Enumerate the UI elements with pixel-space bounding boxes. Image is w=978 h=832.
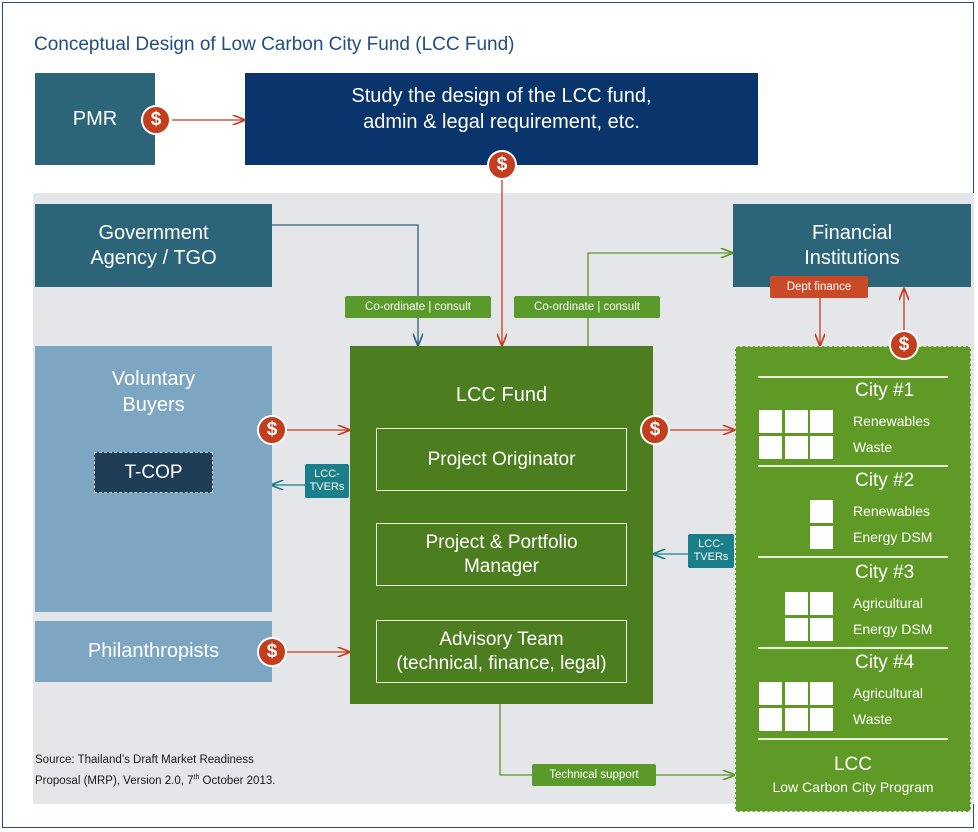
lcc-title: LCC (833, 754, 872, 775)
city-3-block (810, 592, 833, 615)
city-4-block (785, 708, 808, 731)
source-line-2b: October 2013. (199, 774, 276, 787)
financial-box: Financial Institutions (733, 204, 971, 287)
lcc-tvers-tag-right: LCC- TVERs (688, 534, 734, 568)
source-line-2: Proposal (MRP), Version 2.0, 7th October… (35, 769, 275, 790)
cities-divider (758, 738, 948, 740)
pmr-box: PMR (35, 73, 155, 165)
originator-label: Project Originator (427, 448, 576, 470)
source-note: Source: Thailand’s Draft Market Readines… (35, 752, 275, 790)
city-1-name: City #1 (855, 380, 915, 401)
advisory-box: Advisory Team (technical, finance, legal… (376, 620, 627, 683)
study-box: Study the design of the LCC fund, admin … (245, 73, 758, 165)
city-3-item-1: Agricultural (853, 595, 924, 611)
lcc-tvers-line: TVERs (309, 481, 345, 493)
diagram-title: Conceptual Design of Low Carbon City Fun… (34, 34, 515, 55)
tcop-box: T-COP (94, 452, 213, 493)
lcc-fund-title: LCC Fund (455, 384, 548, 406)
technical-support-arrow (499, 678, 734, 775)
cities-divider (758, 465, 948, 467)
lcc-tvers-tag-left: LCC- TVERs (305, 464, 349, 498)
city-4-block (810, 708, 833, 731)
voluntary-label: Voluntary Buyers (111, 368, 196, 416)
city-1-block (759, 436, 782, 459)
city-1-block (810, 436, 833, 459)
city-4-block (759, 708, 782, 731)
source-line-1: Source: Thailand’s Draft Market Readines… (35, 754, 254, 766)
philanthropists-label: Philanthropists (87, 640, 220, 662)
advisory-label: Advisory Team (technical, finance, legal… (396, 628, 607, 674)
dollar-icon: $ (141, 105, 171, 135)
city-3-block (785, 618, 808, 641)
coordinate-consult-tag-right: Co-ordinate | consult (514, 296, 660, 318)
city-3-block (810, 618, 833, 641)
government-box: Government Agency / TGO (35, 204, 272, 287)
dollar-icon: $ (640, 415, 670, 445)
dept-finance-tag: Dept finance (770, 276, 868, 298)
city-1-block (810, 410, 833, 433)
city-4-item-1: Agricultural (853, 685, 924, 701)
city-3-block (785, 592, 808, 615)
city-3-name: City #3 (855, 562, 915, 583)
philanthropists-box: Philanthropists (35, 621, 272, 682)
city-2-name: City #2 (855, 470, 915, 491)
city-4-block (810, 682, 833, 705)
technical-support-tag: Technical support (532, 764, 656, 786)
city-1-item-1: Renewables (853, 413, 931, 429)
city-2-item-1: Renewables (853, 503, 931, 519)
city-1-block (785, 436, 808, 459)
portfolio-box: Project & Portfolio Manager (376, 523, 627, 586)
tcop-label: T-COP (124, 461, 183, 483)
city-4-block (759, 682, 782, 705)
cities-divider (758, 376, 948, 378)
city-1-item-2: Waste (853, 439, 893, 455)
city-2-item-2: Energy DSM (853, 529, 933, 545)
city-2-block (810, 500, 833, 523)
financial-label: Financial Institutions (804, 221, 900, 269)
cities-divider (758, 556, 948, 558)
coordinate-consult-tag-left: Co-ordinate | consult (345, 296, 491, 318)
portfolio-label: Project & Portfolio Manager (425, 531, 578, 577)
city-4-name: City #4 (855, 652, 915, 673)
originator-box: Project Originator (376, 428, 627, 491)
lcc-tvers-line: LCC- (698, 538, 724, 550)
lcc-tvers-line: TVERs (693, 551, 729, 563)
dollar-icon: $ (257, 637, 287, 667)
lcc-fund-box (350, 346, 653, 704)
city-2-block (810, 526, 833, 549)
city-4-block (785, 682, 808, 705)
city-1-block (759, 410, 782, 433)
study-label: Study the design of the LCC fund, admin … (351, 85, 652, 133)
city-1-block (785, 410, 808, 433)
lcc-tvers-line: LCC- (314, 468, 340, 480)
dollar-icon: $ (257, 415, 287, 445)
cities-divider (758, 647, 948, 649)
government-to-fund-arrow (272, 224, 418, 345)
government-label: Government Agency / TGO (90, 221, 217, 269)
dollar-icon: $ (889, 330, 919, 360)
city-4-item-2: Waste (853, 711, 893, 727)
city-3-item-2: Energy DSM (853, 621, 933, 637)
pmr-label: PMR (72, 107, 118, 130)
lcc-subtitle: Low Carbon City Program (772, 779, 934, 795)
source-line-2a: Proposal (MRP), Version 2.0, 7 (35, 774, 194, 787)
dollar-icon: $ (487, 150, 517, 180)
source-sup: th (193, 774, 200, 781)
